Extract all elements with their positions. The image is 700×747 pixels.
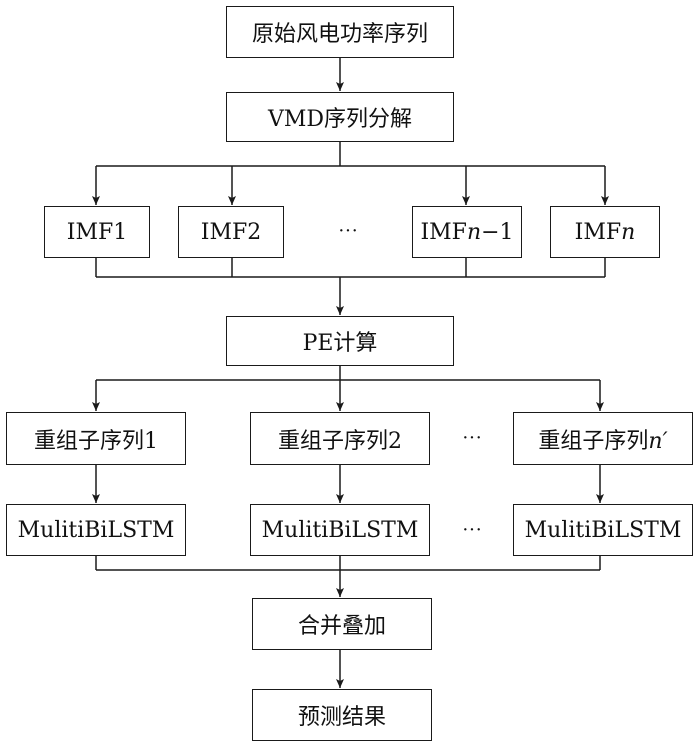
node-vmd-label: VMD序列分解	[267, 107, 413, 132]
imfn1-prefix: IMF	[420, 219, 467, 245]
node-imf2: IMF2	[178, 206, 284, 258]
recombn-var: n′	[648, 428, 668, 454]
node-recombn: 重组子序列n′	[513, 412, 693, 465]
node-modeln-label: MulitiBiLSTM	[524, 517, 682, 543]
imfn1-var: n	[466, 219, 482, 245]
node-merge: 合并叠加	[252, 598, 432, 650]
node-recomb2-label: 重组子序列2	[278, 428, 402, 454]
node-model2-label: MulitiBiLSTM	[261, 517, 419, 543]
node-recomb2: 重组子序列2	[250, 412, 430, 465]
model-ellipsis: ···	[462, 519, 482, 541]
recomb-ellipsis: ···	[462, 427, 482, 449]
node-original-series: 原始风电功率序列	[226, 6, 454, 58]
node-pe: PE计算	[226, 316, 454, 366]
node-imf2-label: IMF2	[200, 219, 262, 245]
node-recomb1-label: 重组子序列1	[34, 428, 158, 454]
imfn-var: n	[621, 219, 636, 245]
node-model1: MulitiBiLSTM	[6, 504, 186, 556]
node-original-series-label: 原始风电功率序列	[251, 22, 428, 47]
node-model2: MulitiBiLSTM	[250, 504, 430, 556]
node-imfn: IMFn	[550, 206, 660, 258]
node-merge-label: 合并叠加	[297, 614, 386, 639]
imfn1-suffix: −1	[481, 219, 514, 245]
node-modeln: MulitiBiLSTM	[513, 504, 693, 556]
node-recomb1: 重组子序列1	[6, 412, 186, 465]
node-imfn-minus-1: IMFn−1	[412, 206, 522, 258]
imf-ellipsis: ···	[338, 220, 358, 242]
node-vmd: VMD序列分解	[226, 92, 454, 142]
node-imfn-label: IMFn	[575, 220, 636, 245]
node-imfn-minus-1-label: IMFn−1	[420, 220, 513, 245]
node-result: 预测结果	[252, 689, 432, 741]
imfn-prefix: IMF	[574, 219, 622, 245]
node-recombn-label: 重组子序列n′	[538, 423, 667, 455]
recombn-prefix: 重组子序列	[538, 428, 649, 454]
node-imf1-label: IMF1	[66, 219, 128, 245]
node-model1-label: MulitiBiLSTM	[17, 517, 175, 543]
node-pe-label: PE计算	[302, 331, 378, 356]
node-result-label: 预测结果	[297, 705, 386, 730]
node-imf1: IMF1	[44, 206, 150, 258]
